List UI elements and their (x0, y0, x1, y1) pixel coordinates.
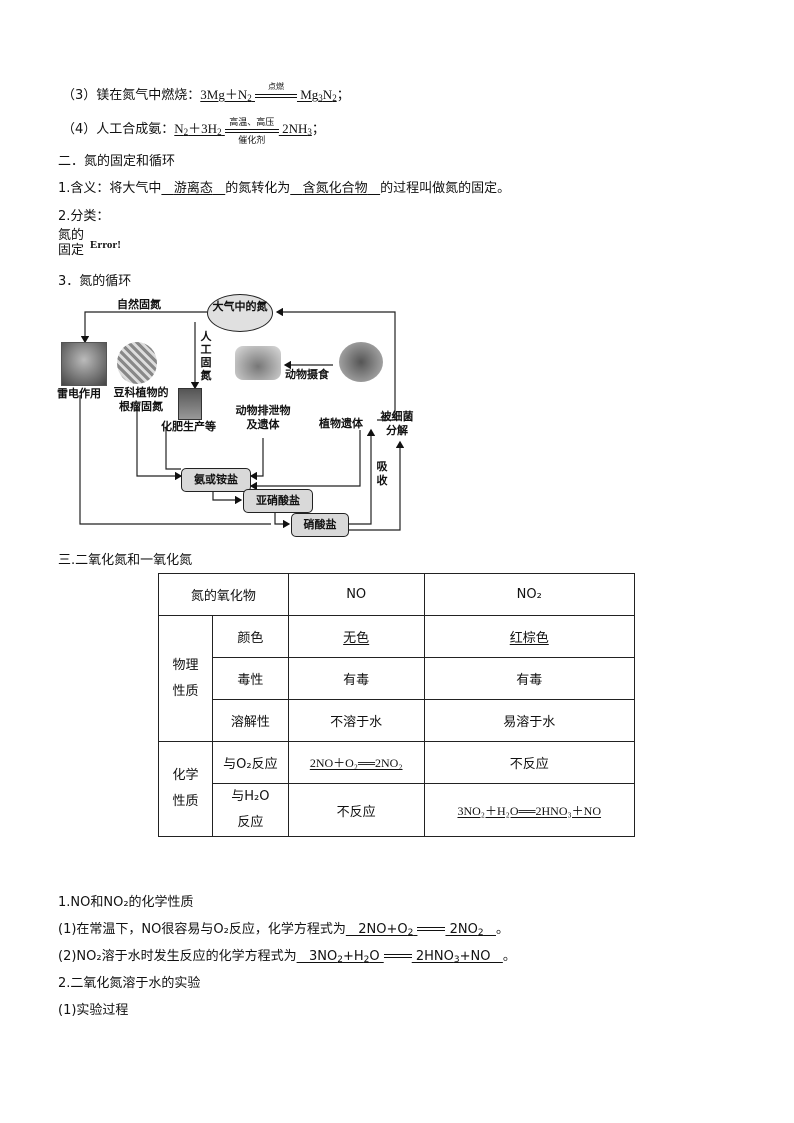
nitrogen-oxides-table: 氮的氧化物 NO NO₂ 物理性质 颜色 无色 红棕色 毒性 有毒 有毒 溶解性… (158, 573, 636, 837)
section-3-title: 三.二氧化氮和一氧化氮 (58, 553, 193, 568)
atmospheric-nitrogen: 大气中的氮 (207, 294, 273, 332)
cycle-lines (79, 307, 405, 531)
row-no2: 红棕色 (423, 615, 636, 658)
legume-root-image (117, 342, 157, 384)
nitrate-node: 硝酸盐 (291, 513, 349, 537)
experiment-process: (1)实验过程 (58, 1003, 129, 1018)
header-no2: NO₂ (423, 573, 636, 616)
header-oxide: 氮的氧化物 (158, 573, 289, 616)
lightning-label: 雷电作用 (57, 387, 101, 400)
row-no2: 3NO₂＋H₂O══2HNO₃＋NO (423, 783, 636, 837)
mg-equation: 3Mg＋N2 点燃 Mg3N2 (200, 82, 337, 103)
row-no: 有毒 (287, 657, 425, 700)
animals-image (235, 346, 281, 380)
absorb-label: 吸收 (376, 460, 388, 487)
chemical-group: 化学性质 (158, 741, 213, 837)
lightning-image (61, 342, 107, 386)
fixation-definition: 1.含义：将大气中 游离态 的氮转化为 含氮化合物 的过程叫做氮的固定。 (58, 181, 511, 196)
row-no: 不溶于水 (287, 699, 425, 742)
nh3-equation: N2＋3H2 高温、高压催化剂 2NH3 (174, 117, 312, 146)
nitrogen-cycle-diagram: 大气中的氮 自然固氮 人工固氮 雷电作用 豆科植物的根瘤固氮 化肥生产等 动物排… (55, 290, 415, 540)
fertilizer-label: 化肥生产等 (161, 420, 216, 433)
plant-remains-label: 植物遗体 (319, 417, 363, 430)
section-2-title: 二．氮的固定和循环 (58, 154, 176, 169)
animal-intake-label: 动物摄食 (285, 368, 329, 381)
header-no: NO (287, 573, 425, 616)
legume-label: 豆科植物的根瘤固氮 (113, 386, 169, 413)
row-prop: 颜色 (211, 615, 289, 658)
row-no2: 易溶于水 (423, 699, 636, 742)
nitrite-node: 亚硝酸盐 (243, 489, 313, 513)
chem-props-title: 1.NO和NO₂的化学性质 (58, 895, 194, 910)
animal-waste-label: 动物排泄物及遗体 (235, 404, 291, 431)
error-text: Error! (90, 239, 121, 251)
bacteria-label: 被细菌分解 (380, 410, 414, 437)
line-ammonia-synthesis: （4）人工合成氨：N2＋3H2 高温、高压催化剂 2NH3； (62, 117, 325, 146)
row-no: 2NO＋O₂══2NO₂ (287, 741, 425, 784)
no2-reaction-line: (2)NO₂溶于水时发生反应的化学方程式为 3NO2+H2O 2HNO3+NO … (58, 949, 516, 965)
factory-image (178, 388, 202, 420)
row-prop: 与H₂O反应 (211, 783, 289, 837)
row-prop: 毒性 (211, 657, 289, 700)
row-no2: 有毒 (423, 657, 636, 700)
physical-group: 物理性质 (158, 615, 213, 742)
row-no2: 不反应 (423, 741, 636, 784)
cycle-title: 3．氮的循环 (58, 274, 132, 289)
classification-title: 2.分类： (58, 209, 110, 224)
row-prop: 与O₂反应 (211, 741, 289, 784)
fixation-label: 氮的 固定 (58, 228, 85, 258)
artificial-fixation-label: 人工固氮 (200, 330, 212, 382)
row-prop: 溶解性 (211, 699, 289, 742)
no-reaction-line: (1)在常温下，NO很容易与O₂反应，化学方程式为 2NO+O2 2NO2 。 (58, 922, 509, 938)
row-no: 无色 (287, 615, 425, 658)
experiment-title: 2.二氧化氮溶于水的实验 (58, 976, 201, 991)
natural-fixation-label: 自然固氮 (117, 298, 161, 311)
row-no: 不反应 (287, 783, 425, 837)
line-mg-burning: （3）镁在氮气中燃烧：3Mg＋N2 点燃 Mg3N2； (62, 82, 350, 103)
plants-image (339, 342, 383, 382)
ammonia-node: 氨或铵盐 (181, 468, 251, 492)
